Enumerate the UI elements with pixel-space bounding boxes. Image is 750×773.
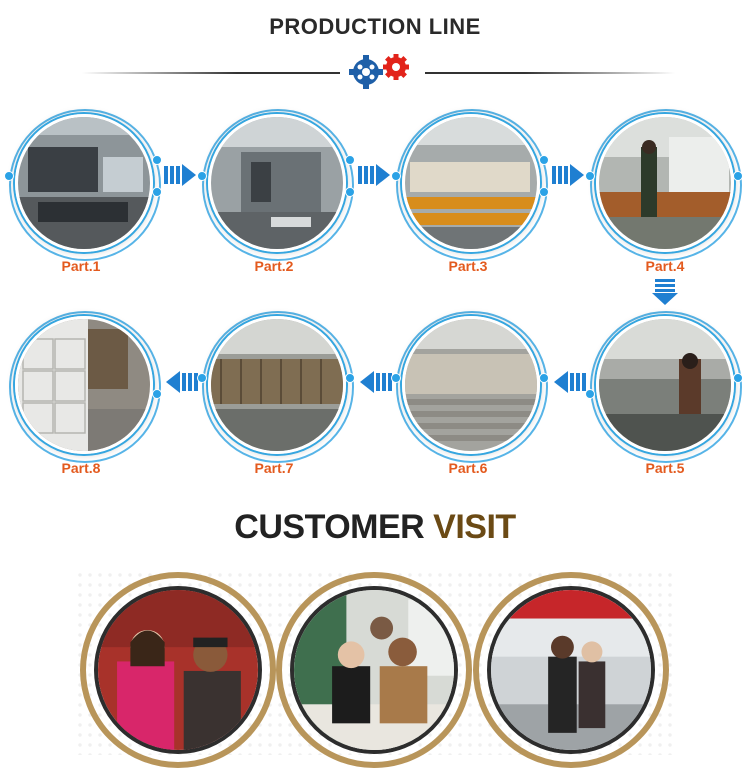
- customer-visit-photo-1: [94, 586, 262, 754]
- dot: [539, 155, 549, 165]
- customer-visit-title: CUSTOMER VISIT: [0, 508, 750, 547]
- part-label-5: Part.5: [645, 460, 685, 476]
- part-label-2: Part.2: [254, 258, 294, 274]
- part-label-4: Part.4: [645, 258, 685, 274]
- dot: [585, 389, 595, 399]
- customer-visit-photo-3: [487, 586, 655, 754]
- customer-visit-photo-2: [290, 586, 458, 754]
- divider-left: [82, 72, 340, 74]
- visit-word: VISIT: [433, 508, 516, 546]
- dot: [345, 187, 355, 197]
- dot: [733, 171, 743, 181]
- arrow-left-icon: [166, 371, 198, 393]
- dot: [152, 155, 162, 165]
- production-photo-4: [596, 114, 734, 252]
- photo-ring: [202, 311, 354, 463]
- dot: [585, 171, 595, 181]
- dot: [197, 171, 207, 181]
- dot: [345, 373, 355, 383]
- dot: [152, 187, 162, 197]
- production-photo-3: [402, 114, 540, 252]
- dot: [391, 171, 401, 181]
- part-label-6: Part.6: [448, 460, 488, 476]
- arrow-right-icon: [552, 164, 584, 186]
- photo-ring: [590, 311, 742, 463]
- part-label-3: Part.3: [448, 258, 488, 274]
- dot: [391, 373, 401, 383]
- customer-word: CUSTOMER: [234, 508, 434, 546]
- production-photo-7: [208, 316, 346, 454]
- gears-icon: [349, 54, 409, 89]
- photo-ring: [396, 311, 548, 463]
- production-photo-8: [15, 316, 153, 454]
- part-label-8: Part.8: [61, 460, 101, 476]
- arrow-right-icon: [358, 164, 390, 186]
- dot: [733, 373, 743, 383]
- dot: [539, 373, 549, 383]
- arrow-left-icon: [554, 371, 586, 393]
- arrow-right-icon: [164, 164, 196, 186]
- production-photo-2: [208, 114, 346, 252]
- photo-ring: [590, 109, 742, 261]
- dot: [152, 389, 162, 399]
- dot: [539, 187, 549, 197]
- photo-ring: [9, 311, 161, 463]
- part-label-7: Part.7: [254, 460, 294, 476]
- photo-ring: [9, 109, 161, 261]
- production-photo-1: [15, 114, 153, 252]
- arrow-down-icon: [652, 279, 678, 305]
- production-photo-5: [596, 316, 734, 454]
- dot: [345, 155, 355, 165]
- gold-ring: [276, 572, 472, 768]
- photo-ring: [202, 109, 354, 261]
- production-photo-6: [402, 316, 540, 454]
- photo-ring: [396, 109, 548, 261]
- production-line-title: PRODUCTION LINE: [269, 14, 481, 39]
- gold-ring: [473, 572, 669, 768]
- divider-right: [425, 72, 675, 74]
- arrow-left-icon: [360, 371, 392, 393]
- part-label-1: Part.1: [61, 258, 101, 274]
- dot: [4, 171, 14, 181]
- gold-ring: [80, 572, 276, 768]
- dot: [197, 373, 207, 383]
